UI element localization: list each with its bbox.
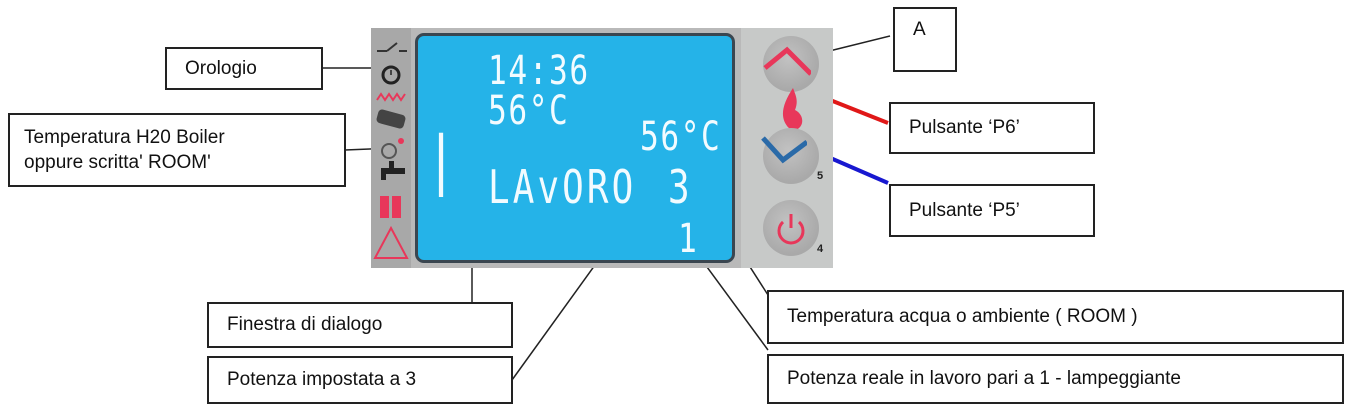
icon-strip <box>371 28 411 268</box>
label-text: A <box>913 19 926 40</box>
label-p6: Pulsante ‘P6’ <box>889 102 1095 154</box>
label-text: Pulsante ‘P6’ <box>909 117 1020 138</box>
pellet-auger-icon <box>376 109 406 129</box>
label-temp-acqua: Temperatura acqua o ambiente ( ROOM ) <box>767 290 1344 344</box>
label-temp-boiler: Temperatura H20 Boiler oppure scritta' R… <box>8 113 346 187</box>
label-potenza-impostata: Potenza impostata a 3 <box>207 356 513 404</box>
p5-number: 5 <box>817 170 824 182</box>
flame-icon <box>782 88 803 131</box>
label-a: A <box>893 7 957 72</box>
label-text: Potenza impostata a 3 <box>227 369 417 390</box>
label-text: oppure scritta' ROOM' <box>24 152 211 173</box>
fan-icon <box>381 138 404 159</box>
label-text: Temperatura H20 Boiler <box>24 127 225 148</box>
switch-icon <box>377 42 407 52</box>
clock-display: 14:36 <box>488 48 590 94</box>
p4-number: 4 <box>817 243 824 255</box>
label-text: Temperatura acqua o ambiente ( ROOM ) <box>787 306 1138 327</box>
power-button[interactable] <box>763 200 819 256</box>
button-panel: 5 4 <box>741 28 833 268</box>
resistance-icon <box>376 92 406 102</box>
radiator-icon <box>380 196 401 218</box>
stove-control-panel: | 14:36 56°C 56°C LAvORO 3 1 5 4 <box>371 28 833 268</box>
chevron-up-icon <box>763 46 811 76</box>
label-text: Potenza reale in lavoro pari a 1 - lampe… <box>787 368 1181 389</box>
label-finestra: Finestra di dialogo <box>207 302 513 348</box>
label-text: Orologio <box>185 57 257 79</box>
clock-icon <box>381 65 401 85</box>
down-button-p5[interactable] <box>761 128 819 184</box>
real-power-display: 1 <box>678 216 699 262</box>
up-button-p6[interactable] <box>763 36 819 92</box>
label-text: Pulsante ‘P5’ <box>909 199 1020 221</box>
boiler-temp-display: 56°C <box>488 88 570 134</box>
warning-icon <box>373 225 409 259</box>
chevron-down-icon <box>761 136 807 164</box>
lcd-display: | 14:36 56°C 56°C LAvORO 3 1 <box>415 33 735 263</box>
power-icon <box>777 214 805 245</box>
left-bar-segment: | <box>426 124 458 198</box>
water-temp-display: 56°C <box>640 114 722 160</box>
tap-icon <box>381 161 405 180</box>
set-power-display: 3 <box>668 160 692 214</box>
label-p5: Pulsante ‘P5’ <box>889 184 1095 237</box>
label-text: Finestra di dialogo <box>227 314 383 335</box>
label-potenza-reale: Potenza reale in lavoro pari a 1 - lampe… <box>767 354 1344 404</box>
status-text-display: LAvORO <box>488 160 637 214</box>
label-orologio: Orologio <box>165 47 323 90</box>
